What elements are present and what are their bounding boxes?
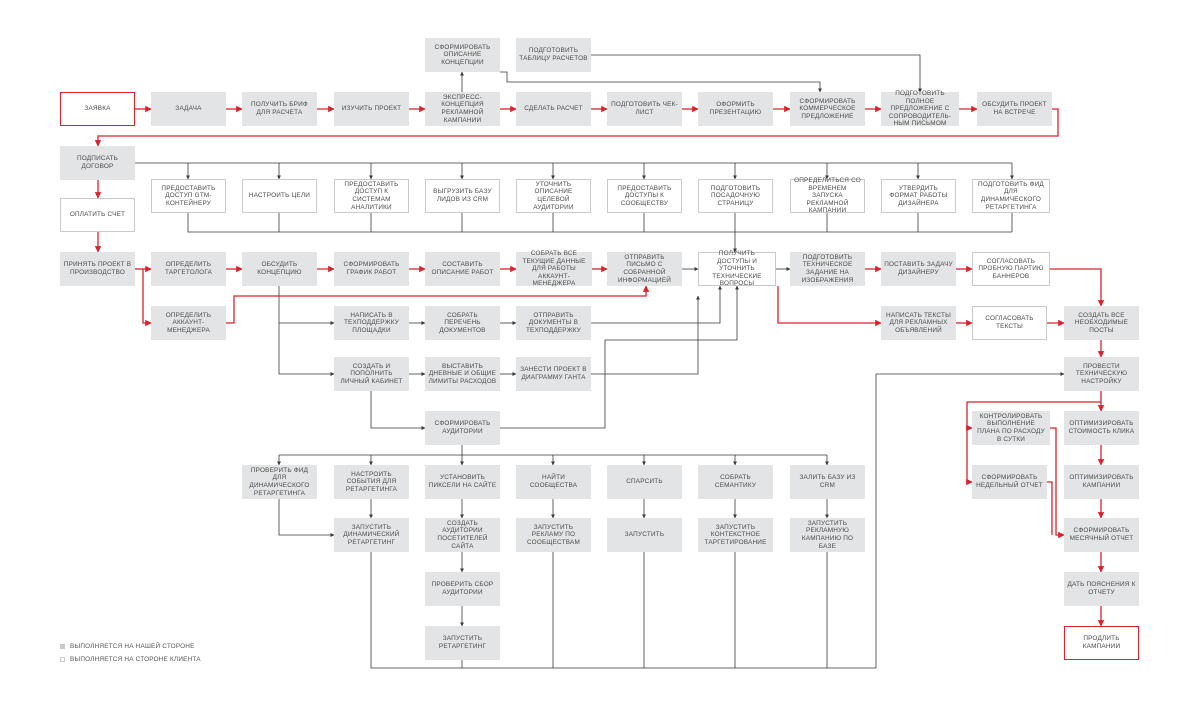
node-dogovor: Подписать договор <box>60 146 135 180</box>
node-prezent: Оформить презентацию <box>698 92 773 126</box>
node-format: Утвердить формат работы дизайнера <box>881 179 956 213</box>
node-prodlit: Продлить кампании <box>1064 626 1139 660</box>
node-zayavka: Заявка <box>60 92 135 126</box>
node-otpr-doc: Отправить документы в техподдержку <box>516 306 591 340</box>
node-kontekst: Запустить контекстное таргетирование <box>698 518 773 552</box>
node-auditoriya: Уточнить описание целевой аудитории <box>516 179 591 213</box>
node-naiti: Найти сообщества <box>516 465 591 499</box>
node-aud-pos: Создать аудитории посетителей сайта <box>425 518 500 552</box>
red-connector-11 <box>94 108 1059 147</box>
legend-client-label: выполняется на стороне клиента <box>70 656 201 663</box>
node-gant: Занести проект в диаграмму Ганта <box>516 357 591 391</box>
node-opisanie-konc: Сформировать описание концепции <box>425 38 500 72</box>
node-pismo: Отправить письмо с собранной информацией <box>607 252 682 286</box>
node-din-ret: Запустить динамический ретаргетинг <box>334 518 409 552</box>
connector-55 <box>278 286 335 376</box>
node-checklist: Подготовить чек-лист <box>607 92 682 126</box>
legend-ours-label: выполняется на нашей стороне <box>70 643 195 650</box>
node-form-aud: Сформировать аудитории <box>425 411 500 445</box>
connector-83 <box>370 552 876 669</box>
node-vremya: Определиться со временем запуска рекламн… <box>790 177 865 214</box>
node-nedel: Сформировать недельный отчет <box>972 465 1047 499</box>
node-sostavit: Составить описание работ <box>425 252 500 286</box>
connector-64 <box>500 285 739 429</box>
node-sobytiya: Настроить события для ретаргетинга <box>334 465 409 499</box>
node-obsudit: Обсудить концепцию <box>242 252 317 286</box>
node-kontrol: Контролировать выполнение плана по расхо… <box>972 411 1050 445</box>
node-sogl-teksty: Согласовать тексты <box>972 306 1047 340</box>
node-raschet: Сделать расчет <box>516 92 591 126</box>
legend-client: выполняется на стороне клиента <box>60 656 201 663</box>
node-posad: Подготовить посадочную страницу <box>698 179 773 213</box>
red-connector-92 <box>966 428 973 486</box>
node-grafik: Сформировать график работ <box>334 252 409 286</box>
red-connector-95 <box>1050 427 1065 539</box>
node-mesyach: Сформировать месячный отчет <box>1064 518 1139 552</box>
node-limity: Выставить дневные и общие лимиты расходо… <box>425 357 500 391</box>
node-posty: Создать все необходимые посты <box>1064 306 1139 340</box>
connector-65 <box>461 445 827 456</box>
node-prov-sbor: Проверить сбор аудитории <box>425 572 500 606</box>
connector-59 <box>591 285 722 324</box>
connector-89 <box>875 372 1065 668</box>
node-zadacha: Задача <box>151 92 226 126</box>
node-perechen: Собрать перечень документов <box>425 306 500 340</box>
node-celi: Настроить цели <box>242 179 317 213</box>
node-tehnastr: Провести техническую настройку <box>1064 357 1139 391</box>
red-connector-41 <box>226 285 650 324</box>
connector-28 <box>187 213 1012 233</box>
node-soobshestvo: Предоставить доступы к сообществу <box>607 179 682 213</box>
node-rekl-soob: Запустить рекламу по сообществам <box>516 518 591 552</box>
connector-74 <box>278 499 335 537</box>
red-connector-48 <box>777 286 882 327</box>
node-kamp-baza: Запустить рекламную кампанию по базе <box>790 518 865 552</box>
node-tz: Подготовить техническое задание на изобр… <box>790 252 865 286</box>
legend-ours-swatch <box>60 644 65 649</box>
legend-ours: выполняется на нашей стороне <box>60 643 195 650</box>
node-baza-crm: Залить базу из CRM <box>790 465 865 499</box>
red-connector-39 <box>142 269 152 327</box>
node-dizayner: Поставить задачу дизайнеру <box>881 252 956 286</box>
node-prov-feed: Проверить фид для динамического ретаргет… <box>242 465 317 499</box>
node-ret: Запустить ретаргетинг <box>425 626 500 660</box>
node-vstrecha: Обсудить проект на встрече <box>977 92 1052 126</box>
node-opt-klik: Оптимизировать стоимость клика <box>1064 411 1139 445</box>
node-pikseli: Установить пиксели на сайте <box>425 465 500 499</box>
red-connector-51 <box>1050 268 1105 307</box>
connector-15 <box>500 71 822 93</box>
node-zapustit: Запустить <box>607 518 682 552</box>
connector-16 <box>591 54 922 93</box>
node-dostupy: Получить доступы и уточнить технические … <box>698 250 776 287</box>
node-express: Экспресс-концепция рекламной кампании <box>425 92 500 126</box>
node-leady: Выгрузить базу лидов из CRM <box>425 179 500 213</box>
node-semantika: Собрать семантику <box>698 465 773 499</box>
connector-63 <box>370 391 426 430</box>
red-connector-91 <box>966 401 1101 432</box>
legend-client-swatch <box>60 657 65 662</box>
node-poyasn: Дать пояснения к отчету <box>1064 572 1139 606</box>
node-brif: Получить бриф для расчета <box>242 92 317 126</box>
node-schet: Оплатить счет <box>60 198 135 232</box>
node-tablica: Подготовить таблицу расчетов <box>516 38 591 72</box>
node-polnoe: Подготовить полное предложение с сопрово… <box>881 90 959 127</box>
node-spars: Спарсить <box>607 465 682 499</box>
node-sobrat-dannye: Собрать все текущие данные для работы ак… <box>516 250 592 287</box>
node-analitika: Предоставить доступ к системам аналитики <box>334 179 409 213</box>
node-izuchit: Изучить проект <box>334 92 409 126</box>
red-connector-96 <box>1047 481 1053 535</box>
node-kommerch: Сформировать коммерческое предложение <box>790 92 865 126</box>
node-tehpod: Написать в техподдержку площадки <box>334 306 409 340</box>
node-targetolog: Определить таргетолога <box>151 252 226 286</box>
node-prinyat: Принять проект в производство <box>60 252 135 286</box>
connector-62 <box>591 295 700 375</box>
node-opt-kamp: Оптимизировать кампании <box>1064 465 1139 499</box>
node-teksty: Написать тексты для рекламных объявлений <box>881 306 956 340</box>
node-kabinet: Создать и пополнить личный кабинет <box>334 357 409 391</box>
node-feed: Подготовить фид для динамического ретарг… <box>972 179 1050 213</box>
node-gtm: Предоставить доступ GTM-контейнеру <box>151 179 226 213</box>
node-akkaunt: Определить аккаунт-менеджера <box>151 306 226 340</box>
node-bannery: Согласовать пробную партию баннеров <box>972 252 1050 286</box>
